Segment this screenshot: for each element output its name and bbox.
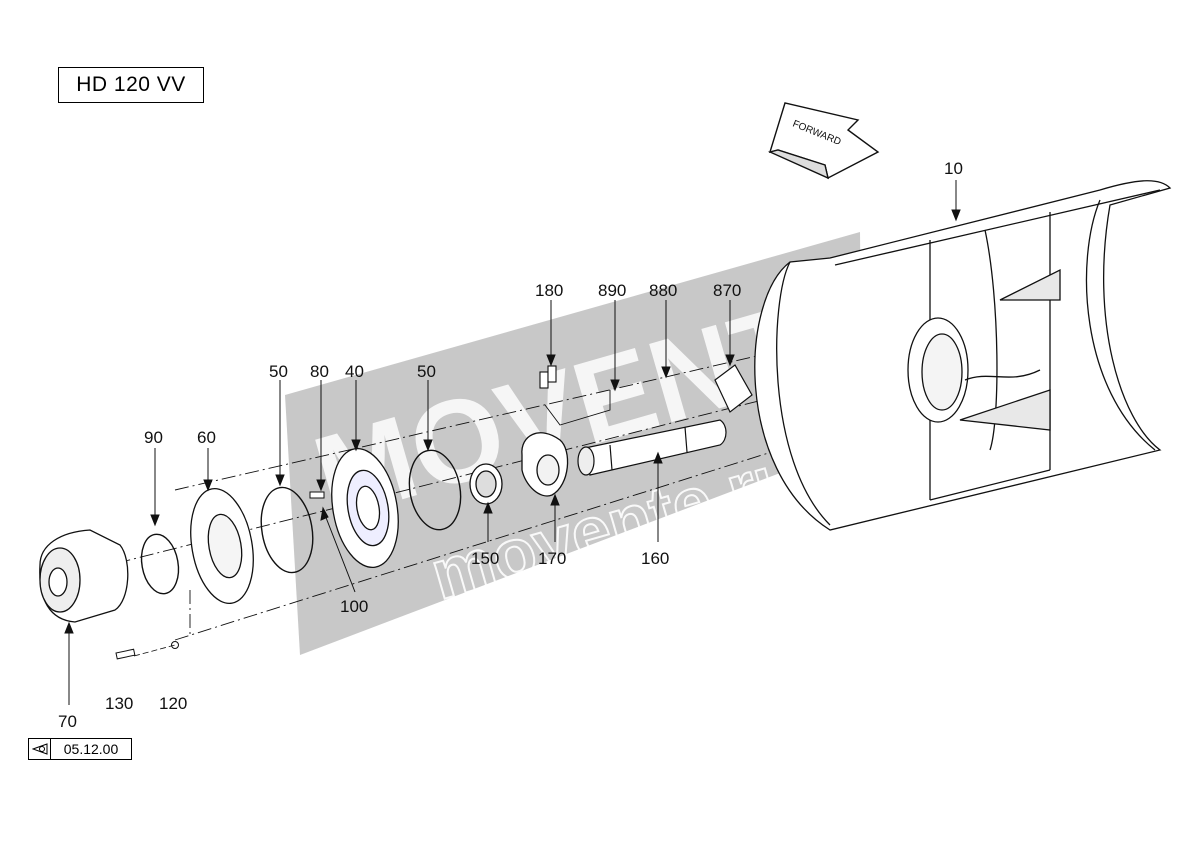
callout-130: 130 <box>105 694 133 713</box>
ring-90 <box>140 533 180 595</box>
adaptor-plate-60 <box>190 487 254 605</box>
callout-90: 90 <box>144 428 163 447</box>
hydraulic-motor-70 <box>39 529 129 623</box>
model-title: HD 120 VV <box>58 67 204 103</box>
o-ring-50-left <box>260 486 314 574</box>
callout-10: 10 <box>944 159 963 178</box>
leader-lines <box>64 180 961 705</box>
callout-100: 100 <box>340 597 368 616</box>
callout-870: 870 <box>713 281 741 300</box>
callout-60: 60 <box>197 428 216 447</box>
callout-40: 40 <box>345 362 364 381</box>
drum-housing <box>754 180 1172 531</box>
bearing-150 <box>469 463 503 505</box>
callout-880: 880 <box>649 281 677 300</box>
plate-870 <box>714 364 753 413</box>
callout-labels: 10 180 890 880 870 50 80 40 50 90 60 150… <box>58 159 963 731</box>
screws-180 <box>539 365 557 389</box>
callout-170: 170 <box>538 549 566 568</box>
revision-date: 05.12.00 <box>63 741 119 757</box>
pin-80 <box>309 491 325 499</box>
revision-reference: 05.12.00 <box>28 738 132 760</box>
callout-180: 180 <box>535 281 563 300</box>
hub-170 <box>521 390 611 497</box>
callout-160: 160 <box>641 549 669 568</box>
callout-890: 890 <box>598 281 626 300</box>
direction-arrow: FORWARD <box>767 102 880 180</box>
callout-80: 80 <box>310 362 329 381</box>
callout-120: 120 <box>159 694 187 713</box>
bolts-130-120 <box>115 641 179 660</box>
callout-70: 70 <box>58 712 77 731</box>
view-eye-icon <box>29 739 51 759</box>
callout-50-right: 50 <box>417 362 436 381</box>
callout-150: 150 <box>471 549 499 568</box>
flange-40 <box>331 448 399 568</box>
shaft <box>577 419 727 476</box>
callout-50-left: 50 <box>269 362 288 381</box>
